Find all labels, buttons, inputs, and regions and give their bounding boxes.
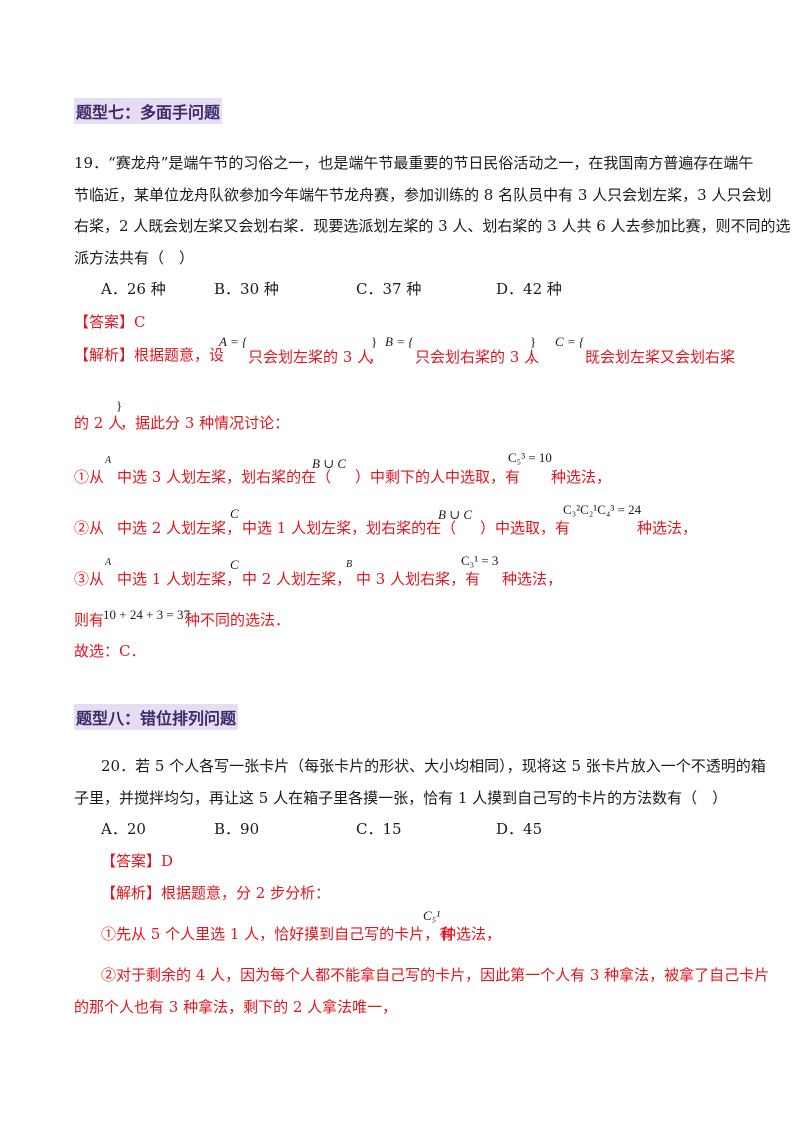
set-c-close: }: [116, 398, 123, 413]
set-b-def: B = {: [385, 334, 414, 349]
q20-option-a: A．20: [101, 820, 146, 838]
case3-set-c: C: [230, 557, 239, 572]
case1-end: 种选法，: [551, 468, 612, 486]
q20-option-c: C．15: [356, 820, 402, 838]
case1-mid: 中选 3 人划左桨，划右桨的在（: [117, 468, 332, 486]
case3-mid2: 中 2 人划左桨，: [242, 570, 352, 588]
set-c-text-cont: 的 2 人: [74, 414, 124, 432]
case1-mid2: ）中剩下的人中选取，有: [355, 468, 521, 486]
set-b-text: 只会划右桨的 3 人: [415, 348, 540, 366]
set-a-close: }: [371, 334, 378, 349]
case3-start: ③从: [74, 570, 105, 588]
case2-mid: 中选 2 人划左桨，: [117, 519, 242, 537]
q20-step1-end: 种选法，: [441, 925, 502, 943]
q20-option-b: B．90: [214, 820, 260, 838]
case2-mid2: 中选 1 人划左桨，划右桨的在（: [242, 519, 457, 537]
q19-line4: 派方法共有（ ）: [74, 249, 195, 267]
total-start: 则有: [74, 611, 105, 629]
set-a-text: 只会划左桨的 3 人: [248, 348, 373, 366]
case2-set-c: C: [230, 506, 239, 521]
q19-line3: 右桨，2 人既会划左桨又会划右桨．现要选派划左桨的 3 人、划右桨的 3 人共 …: [74, 217, 791, 235]
set-c-def: C = {: [555, 334, 585, 349]
case1-start: ①从: [74, 468, 105, 486]
q20-answer: 【答案】D: [101, 852, 174, 870]
set-c-text: 既会划左桨又会划右桨: [585, 348, 736, 366]
case1-union: B ∪ C: [312, 456, 347, 471]
case3-set-a: A: [105, 557, 112, 568]
q20-step1-formula: C₅¹: [423, 908, 441, 923]
q19-option-d: D．42 种: [496, 280, 562, 298]
set-a-comma: ，: [368, 348, 384, 366]
q19-line2: 节临近，某单位龙舟队欲参加今年端午节龙舟赛，参加训练的 8 名队员中有 3 人只…: [74, 186, 772, 204]
case3-mid: 中选 1 人划左桨，: [117, 570, 242, 588]
q19-expl-line2: ，据此分 3 种情况讨论：: [120, 414, 290, 432]
case2-mid3: ）中选取，有: [480, 519, 571, 537]
q19-expl-label: 【解析】根据题意，设: [74, 346, 225, 364]
q20-step2-line1: ②对于剩余的 4 人，因为每个人都不能拿自己写的卡片，因此第一个人有 3 种拿法…: [101, 966, 770, 984]
case1-formula: C₅³ = 10: [508, 450, 552, 465]
q20-option-d: D．45: [496, 820, 543, 838]
set-a-def: A = {: [219, 334, 248, 349]
set-b-close: }: [530, 334, 537, 349]
case2-start: ②从: [74, 519, 105, 537]
section-title-8: 题型八：错位排列问题: [74, 704, 239, 730]
case3-set-b: B: [346, 559, 353, 570]
case3-end: 种选法，: [502, 570, 563, 588]
q20-step2-line2: 的那个人也有 3 种拿法，剩下的 2 人拿法唯一，: [74, 998, 398, 1016]
q20-line1: 20．若 5 个人各写一张卡片（每张卡片的形状、大小均相同），现将这 5 张卡片…: [101, 757, 766, 775]
case1-set-a: A: [105, 455, 112, 466]
case2-end: 种选法，: [637, 519, 698, 537]
section-title-7: 题型七：多面手问题: [74, 98, 223, 124]
q20-line2: 子里，并搅拌均匀，再让这 5 人在箱子里各摸一张，恰有 1 人摸到自己写的卡片的…: [74, 789, 728, 807]
q19-answer: 【答案】C: [74, 313, 146, 331]
q19-option-b: B．30 种: [214, 280, 279, 298]
q19-final: 故选：C．: [74, 642, 146, 660]
case3-mid3: 中 3 人划右桨，有: [356, 570, 481, 588]
q20-step1: ①先从 5 个人里选 1 人，恰好摸到自己写的卡片，有: [101, 925, 455, 943]
set-b-comma: ，: [528, 348, 544, 366]
total-formula: 10 + 24 + 3 = 37: [103, 607, 190, 622]
q19-option-c: C．37 种: [356, 280, 422, 298]
case2-union: B ∪ C: [438, 507, 473, 522]
q20-expl-label: 【解析】根据题意，分 2 步分析：: [101, 884, 331, 902]
q19-line1: 19．“赛龙舟”是端午节的习俗之一，也是端午节最重要的节日民俗活动之一，在我国南…: [74, 154, 754, 172]
q19-option-a: A．26 种: [101, 280, 166, 298]
case3-formula: C₃¹ = 3: [461, 553, 499, 568]
total-end: 种不同的选法．: [185, 611, 291, 629]
case2-formula: C₃²C₂¹C₄³ = 24: [563, 502, 642, 517]
